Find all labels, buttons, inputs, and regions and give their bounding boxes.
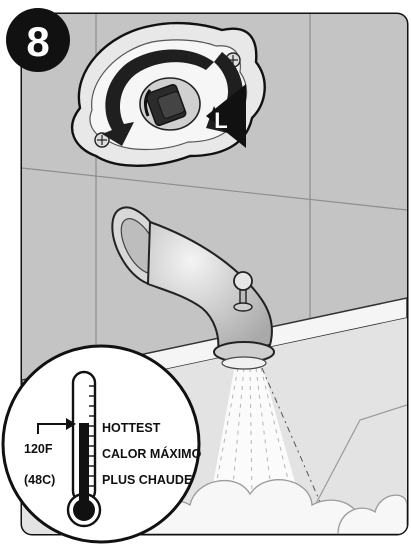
level-label-french: PLUS CHAUDE	[102, 473, 192, 487]
setpoint-fahrenheit: 120F	[24, 442, 53, 456]
tub-spout	[111, 206, 275, 370]
setpoint-pointer	[37, 418, 76, 434]
left-direction-marker: L	[206, 84, 246, 148]
temperature-callout: 120F (48C) HOTTEST CALOR MÁXIMO PLUS CHA…	[1, 344, 202, 544]
water-spray	[210, 365, 331, 526]
step-number: 8	[26, 18, 49, 65]
thermometer-icon	[66, 370, 102, 528]
thermometer-fill	[79, 423, 89, 509]
step-number-badge: 8	[6, 8, 70, 72]
level-label-spanish: CALOR MÁXIMO	[102, 446, 202, 461]
steam-clouds	[139, 479, 407, 534]
setpoint-celsius: (48C)	[24, 473, 55, 487]
direction-label: L	[214, 108, 227, 133]
level-label-english: HOTTEST	[102, 421, 161, 435]
